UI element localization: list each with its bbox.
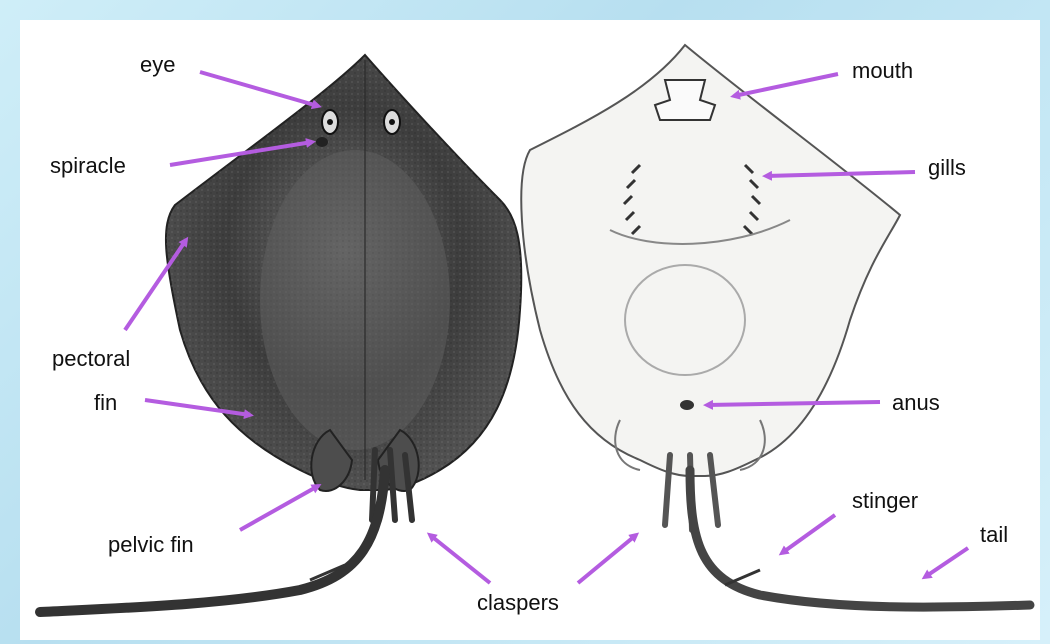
eye-arrow	[200, 72, 318, 106]
stinger-arrow	[782, 515, 835, 553]
dorsal-view	[40, 55, 521, 612]
mouth-arrow	[734, 74, 838, 96]
label-mouth: mouth	[852, 58, 913, 83]
tail-arrow	[925, 548, 968, 577]
label-claspers: claspers	[477, 590, 559, 615]
label-pelvic-fin: pelvic fin	[108, 532, 194, 557]
anus-shape	[680, 400, 694, 410]
claspers-arrow-right	[578, 535, 636, 583]
label-stinger: stinger	[852, 488, 918, 513]
claspers-arrow-left	[430, 535, 490, 583]
label-eye: eye	[140, 52, 175, 77]
label-gills: gills	[928, 155, 966, 180]
dorsal-tail	[40, 470, 385, 612]
spiracle-shape	[316, 137, 328, 147]
pelvic-fin-arrow	[240, 486, 318, 530]
ventral-view	[521, 45, 1030, 607]
label-pectoral-fin-line1: pectoral	[52, 346, 130, 371]
dorsal-disc	[260, 150, 450, 450]
label-tail: tail	[980, 522, 1008, 547]
stinger-shape	[725, 570, 760, 585]
label-anus: anus	[892, 390, 940, 415]
label-spiracle: spiracle	[50, 153, 126, 178]
label-pectoral-fin-line2: fin	[94, 390, 117, 415]
